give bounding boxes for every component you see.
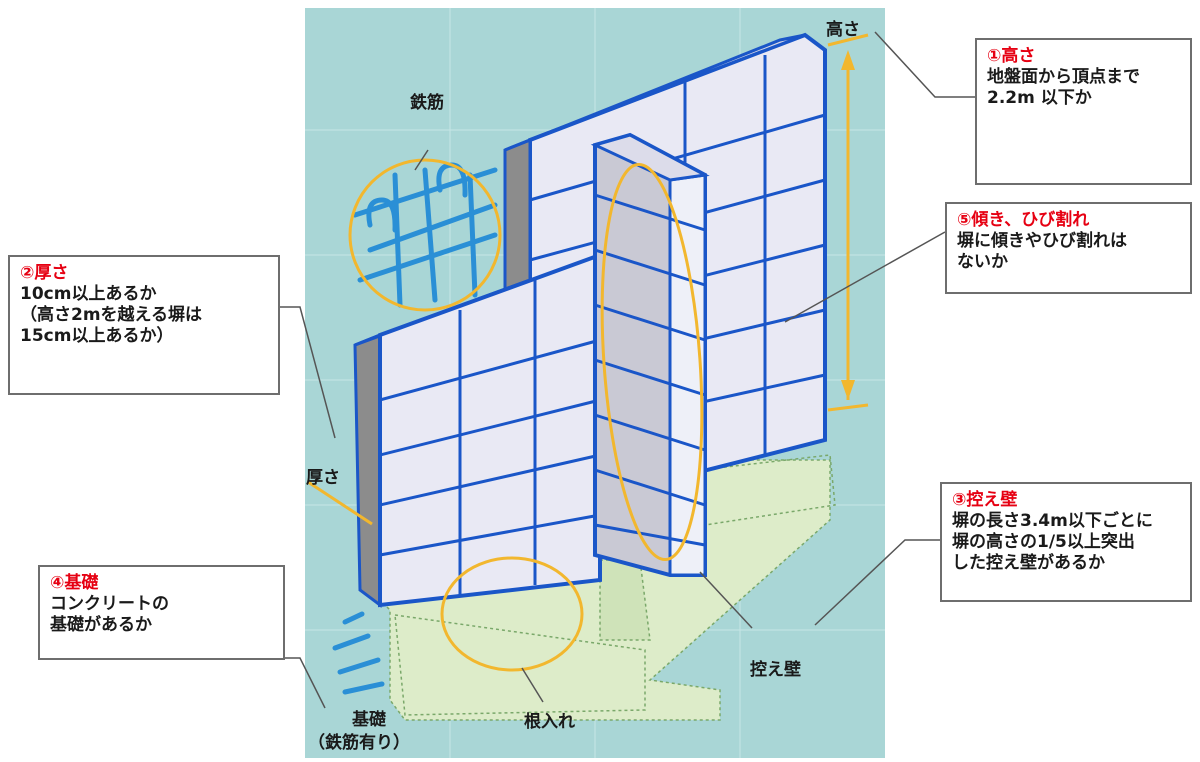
callout-thickness-line-1: 10cm以上あるか (20, 284, 157, 304)
callout-thickness-line-2: （高さ2mを越える塀は (20, 305, 203, 325)
height-arrow-bottom (841, 380, 855, 400)
lower-wall (353, 252, 602, 608)
callout-height-line-1: 地盤面から頂点まで (987, 67, 1140, 87)
thickness-mark (307, 480, 373, 526)
rebar-grid (352, 162, 498, 308)
label-buttress: 控え壁 (750, 660, 801, 680)
highlight-marks (307, 33, 869, 672)
embedment-highlight (440, 556, 584, 672)
callout-thickness: ②厚さ 10cm以上あるか （高さ2mを越える塀は 15cm以上あるか） (8, 255, 280, 395)
foundation-rebar (332, 611, 385, 695)
callout-tilt-line-1: 塀に傾きやひび割れは (957, 231, 1127, 251)
callout-foundation-line-2: 基礎があるか (50, 615, 152, 635)
callout-thickness-line-3: 15cm以上あるか） (20, 326, 174, 346)
callout-height-line-2: 2.2m 以下か (987, 88, 1092, 108)
callout-tilt-line-2: ないか (957, 252, 1008, 272)
label-height: 高さ (826, 20, 860, 40)
callout-foundation-line-1: コンクリートの (50, 594, 169, 614)
callout-foundation: ④基礎 コンクリートの 基礎があるか (38, 565, 285, 660)
label-rebar: 鉄筋 (410, 93, 444, 113)
callout-tilt: ⑤傾き、ひび割れ 塀に傾きやひび割れは ないか (945, 202, 1192, 294)
callout-height: ①高さ 地盤面から頂点まで 2.2m 以下か (975, 38, 1192, 185)
buttress-highlight (600, 162, 704, 562)
rebar-highlight (348, 158, 502, 312)
leader-lines (280, 31, 975, 709)
callout-buttress-line-1: 塀の長さ3.4m以下ごとに (952, 511, 1153, 531)
label-foundation: 基礎 (352, 710, 386, 730)
callout-buttress-line-2: 塀の高さの1/5以上突出 (952, 532, 1135, 552)
callout-tilt-title: ⑤傾き、ひび割れ (957, 210, 1090, 230)
label-embedment: 根入れ (524, 712, 575, 732)
height-arrow-top (841, 50, 855, 70)
callout-thickness-title: ②厚さ (20, 263, 69, 283)
callout-height-title: ①高さ (987, 46, 1036, 66)
callout-buttress-line-3: した控え壁があるか (952, 553, 1105, 573)
label-foundation-note: （鉄筋有り） (308, 733, 410, 753)
label-thickness: 厚さ (306, 468, 340, 488)
callout-buttress: ③控え壁 塀の長さ3.4m以下ごとに 塀の高さの1/5以上突出 した控え壁がある… (940, 482, 1192, 602)
buttress-wall (590, 132, 710, 577)
callout-foundation-title: ④基礎 (50, 573, 99, 593)
callout-buttress-title: ③控え壁 (952, 490, 1018, 510)
